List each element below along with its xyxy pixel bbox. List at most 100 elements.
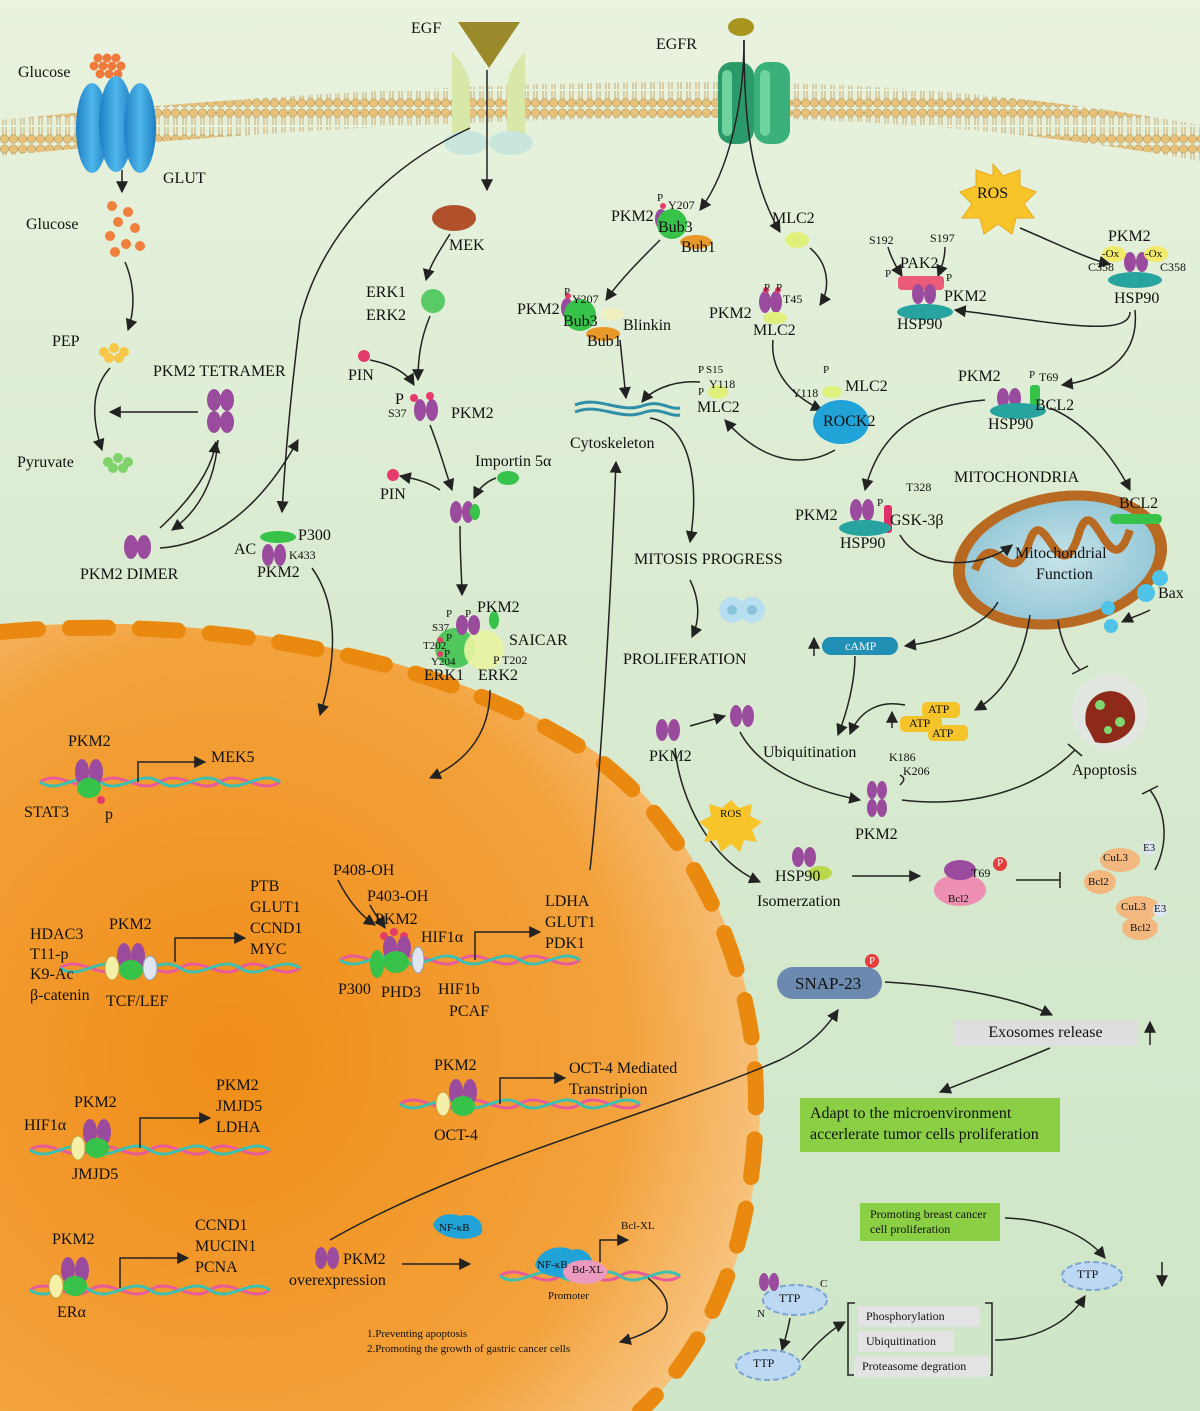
label-g2-hdac3: HDAC3 xyxy=(30,926,84,943)
mek-protein xyxy=(432,205,476,231)
label-ttp-right: TTP xyxy=(1077,1267,1099,1281)
pkm2-tetramer xyxy=(207,389,234,433)
label-ac: AC xyxy=(234,541,257,558)
label-ubiquitination: Ubiquitination xyxy=(763,744,857,761)
label-camp: cAMP xyxy=(845,639,877,653)
proliferating-cells xyxy=(719,597,765,623)
label-g1-p: p xyxy=(105,806,113,823)
label-p-left: P xyxy=(885,268,892,280)
label-ox1: -Ox xyxy=(1102,248,1120,260)
label-y118-rock: Y118 xyxy=(792,386,819,400)
label-t328: T328 xyxy=(906,480,932,494)
label-pkm2-ox: PKM2 xyxy=(1108,228,1151,245)
label-c358-l: C358 xyxy=(1088,260,1115,274)
mlc2-protein xyxy=(785,232,809,248)
label-g1-stat3: STAT3 xyxy=(24,804,69,821)
label-glut: GLUT xyxy=(163,170,206,187)
label-outcome-2: 2.Promoting the growth of gastric cancer… xyxy=(367,1343,571,1355)
pkm2-gsk3b-complex xyxy=(839,499,892,536)
gene-complex-oct4 xyxy=(435,1072,567,1117)
label-bub1-a: Bub1 xyxy=(681,239,716,256)
label-bax: Bax xyxy=(1158,585,1184,602)
label-importin: Importin 5α xyxy=(475,453,552,470)
label-apoptosis: Apoptosis xyxy=(1072,762,1137,779)
label-outcome-1: 1.Preventing apoptosis xyxy=(367,1328,468,1340)
label-mitosis-progress: MITOSIS PROGRESS xyxy=(634,551,783,568)
nfkb-free xyxy=(433,1214,483,1239)
label-p-t69: P xyxy=(997,857,1004,869)
label-s192: S192 xyxy=(869,233,894,247)
promoting-line-2: cell proliferation xyxy=(870,1222,951,1236)
mitochondrion xyxy=(952,490,1168,630)
label-k433: K433 xyxy=(289,548,316,562)
ros-burst xyxy=(959,162,1037,235)
label-nuc-erk2: ERK2 xyxy=(478,667,518,684)
label-hsp90-iso: HSP90 xyxy=(775,868,821,885)
label-cytoskeleton: Cytoskeleton xyxy=(570,435,655,452)
pin-protein xyxy=(358,350,370,362)
pkm2-bub3-complex-1 xyxy=(655,203,712,249)
label-glucose-inner: Glucose xyxy=(26,216,79,233)
label-hsp90-pak: HSP90 xyxy=(897,316,943,333)
label-pin-1: PIN xyxy=(348,367,374,384)
bcl2-t69-complex xyxy=(934,857,1007,906)
label-g6-t3: PCNA xyxy=(195,1259,238,1276)
label-hsp90-bcl: HSP90 xyxy=(988,416,1034,433)
ubiquitination-box: Ubiquitination xyxy=(858,1331,954,1352)
label-p-c2: P xyxy=(776,282,783,294)
label-mito-func-2: Function xyxy=(1036,566,1093,583)
label-p-s37: P xyxy=(395,391,404,408)
label-pep: PEP xyxy=(52,333,80,350)
label-nuc-pkm2: PKM2 xyxy=(477,599,520,616)
label-e3-1: E3 xyxy=(1143,842,1156,854)
egfr-channel xyxy=(718,18,790,144)
label-pkm2-lower: PKM2 xyxy=(855,826,898,843)
label-erk2: ERK2 xyxy=(366,307,406,324)
label-snap23-p: P xyxy=(869,955,876,967)
pkm2-overexpression xyxy=(315,1247,339,1269)
label-mito-hsp90: HSP90 xyxy=(840,535,886,552)
gene-complex-mek5 xyxy=(75,756,207,804)
label-ttp-2: TTP xyxy=(753,1356,775,1370)
label-p-b: P xyxy=(564,286,571,298)
label-g2-t4: MYC xyxy=(250,941,287,958)
camp-pill xyxy=(822,637,898,655)
label-s37: S37 xyxy=(388,406,407,420)
label-nuc-y204: Y204 xyxy=(431,656,456,668)
label-nuc-s37: S37 xyxy=(432,622,450,634)
label-g6-t2: MUCIN1 xyxy=(195,1238,257,1255)
snap23-pill xyxy=(777,967,882,999)
label-promoter: Promoter xyxy=(548,1290,589,1302)
label-p-s15: P xyxy=(698,364,705,376)
ttp-cloud-2 xyxy=(735,1349,801,1381)
pep-cluster xyxy=(99,343,129,363)
cul3-complex-1 xyxy=(1084,841,1156,894)
adapt-box: Adapt to the microenvironment accerlerat… xyxy=(800,1098,1060,1152)
label-g3-p403: P403-OH xyxy=(367,888,429,905)
label-g3-p300: P300 xyxy=(338,981,371,998)
label-mlc2-top: MLC2 xyxy=(772,210,815,227)
label-glucose-top: Glucose xyxy=(18,64,71,81)
label-g1-target: MEK5 xyxy=(211,749,255,766)
pkm2-importin xyxy=(450,501,480,523)
label-egfr: EGFR xyxy=(656,36,697,53)
label-bdxl: Bd-XL xyxy=(572,1264,604,1276)
label-s15: S15 xyxy=(706,364,724,376)
label-egf: EGF xyxy=(411,20,442,37)
label-pkm2-mek: PKM2 xyxy=(451,405,494,422)
label-g6-pkm2: PKM2 xyxy=(52,1231,95,1248)
label-bcl2-2: Bcl2 xyxy=(1130,922,1151,934)
label-g2-k9: K9-Ac xyxy=(30,966,74,983)
label-ttp-n: N xyxy=(757,1308,765,1320)
label-g3-hif1b: HIF1b xyxy=(438,981,480,998)
label-mito-pkm2: PKM2 xyxy=(795,507,838,524)
label-ttp-c: C xyxy=(820,1278,828,1290)
label-pkm2-left: PKM2 xyxy=(649,748,692,765)
label-ttp-1: TTP xyxy=(779,1291,801,1305)
label-nuc-erk1: ERK1 xyxy=(424,667,464,684)
label-g2-pkm2: PKM2 xyxy=(109,916,152,933)
label-y118: Y118 xyxy=(709,377,736,391)
label-gsk: GSK-3β xyxy=(890,512,944,529)
gene-complex-tcf xyxy=(104,932,247,981)
label-bclxl: Bcl-XL xyxy=(621,1220,655,1232)
